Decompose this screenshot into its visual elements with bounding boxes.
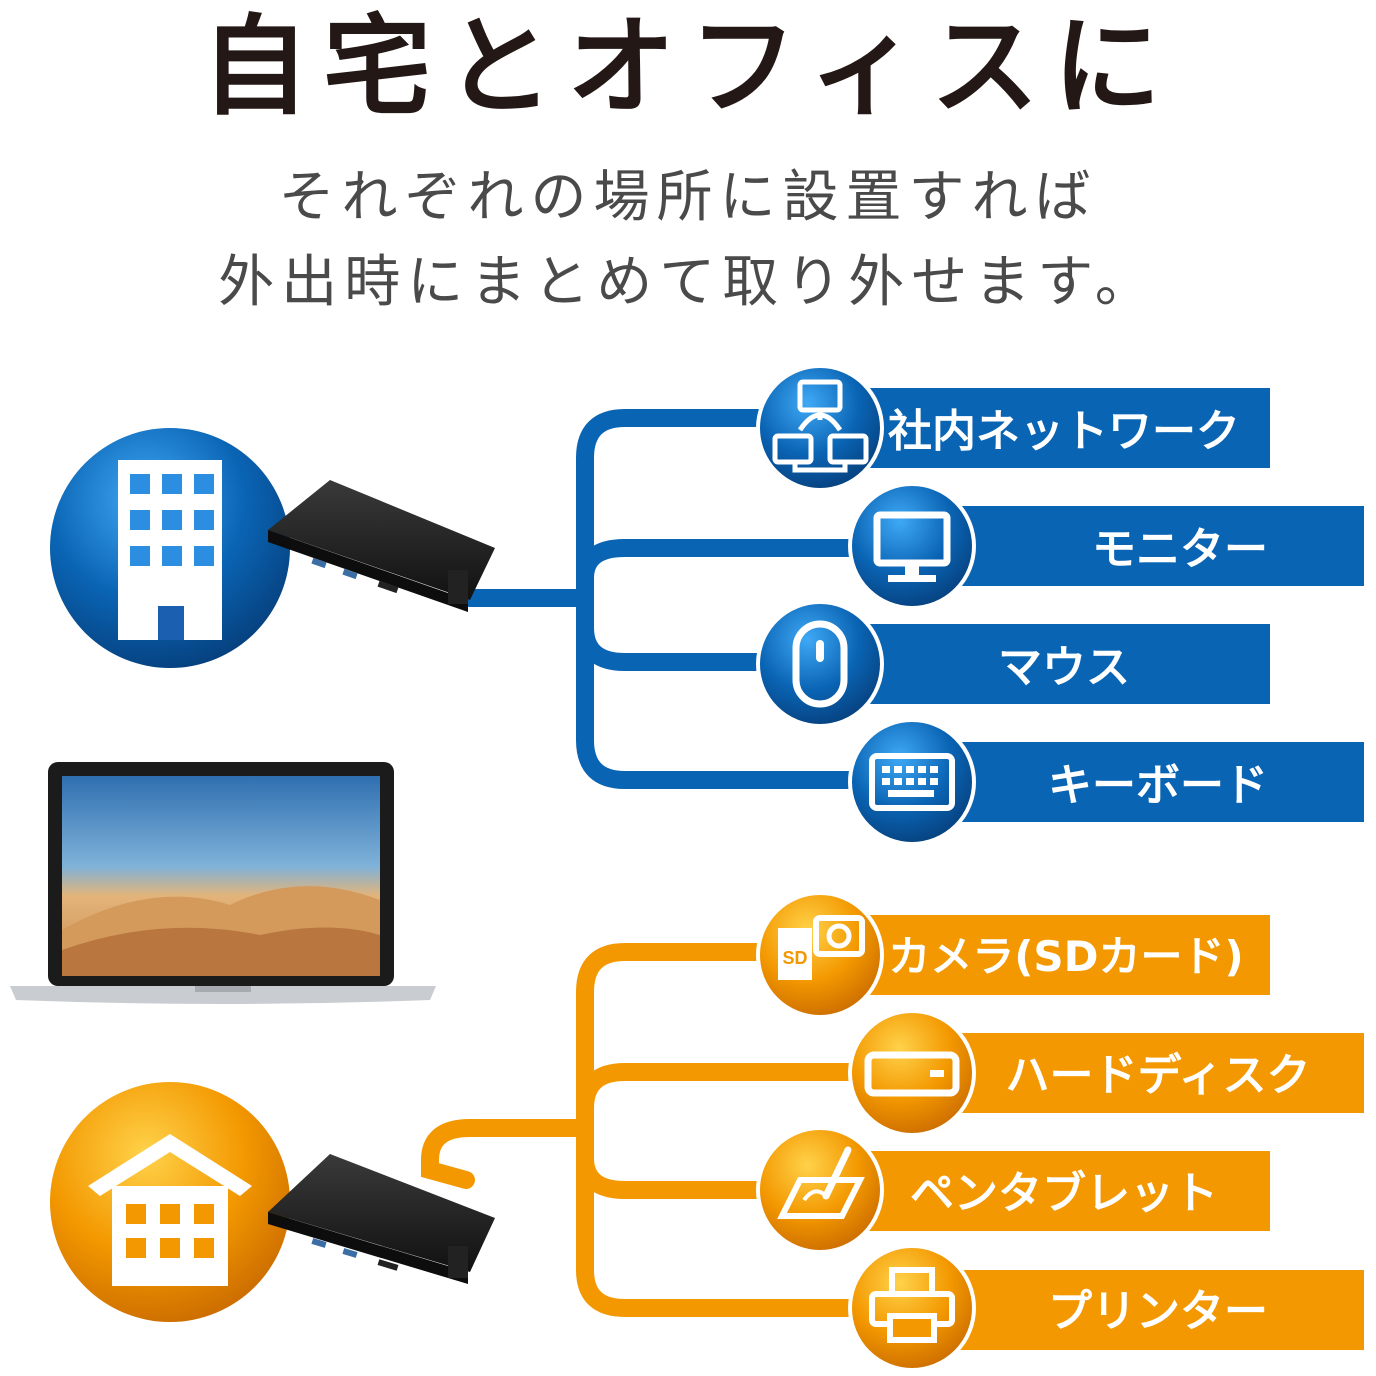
pen-tablet-icon [756,1126,884,1254]
printer-icon [848,1244,976,1372]
office-item-label-1: 社内ネットワーク [888,406,1240,457]
network-icon [756,364,884,492]
office-item-label-4: キーボード [1048,760,1268,811]
keyboard-icon [848,718,976,846]
home-connector-lines [421,943,869,1317]
office-building-icon [50,428,290,668]
subtitle-line-1: それぞれの場所に設置すれば [278,165,1098,230]
mouse-icon [756,600,884,728]
camera-sd-icon: SD [756,891,884,1019]
home-item-label-4: プリンター [1048,1286,1268,1337]
home-item-label-1: カメラ(SDカード) [888,932,1244,981]
sd-card-badge: SD [782,948,807,968]
office-section: 社内ネットワーク モニター マウス キーボード [50,364,1364,846]
office-item-label-3: マウス [998,642,1130,693]
subtitle-line-2: 外出時にまとめて取り外せます。 [218,250,1158,315]
usb-hub-icon [268,480,495,612]
home-section: カメラ(SDカード) ハードディスク ペンタブレット プリンター SD [50,891,1364,1372]
office-connector-lines [461,409,869,789]
house-icon [50,1082,290,1322]
home-item-label-2: ハードディスク [1006,1050,1311,1101]
page-title: 自宅とオフィスに [201,5,1175,130]
office-item-label-2: モニター [1092,524,1268,575]
laptop-icon [10,762,436,1004]
usb-hub-icon-home [268,1154,495,1284]
hard-disk-icon [848,1009,976,1137]
home-item-label-3: ペンタブレット [910,1168,1218,1219]
monitor-icon [848,482,976,610]
